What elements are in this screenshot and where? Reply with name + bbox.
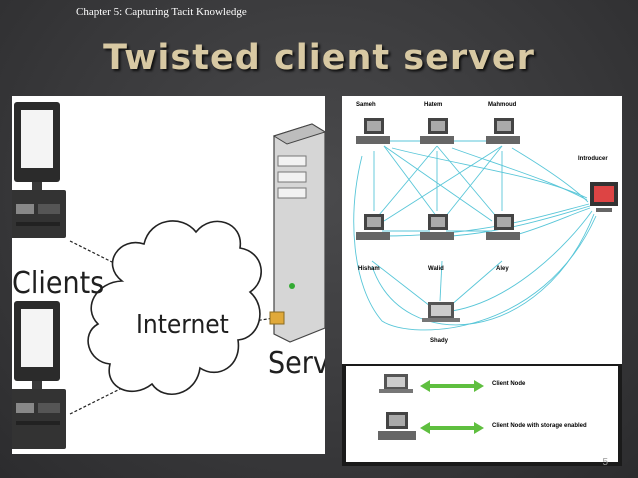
internet-cloud-icon (87, 220, 262, 396)
client-server-graphic (12, 102, 325, 449)
peer-links (353, 140, 597, 331)
node-label-introducer: Introducer (578, 156, 608, 162)
node-shady-laptop-icon (422, 302, 460, 322)
legend-client-node: Client Node (492, 381, 526, 387)
node-label-mahmoud: Mahmoud (488, 102, 517, 108)
p2p-graph: Sameh Hatem Mahmoud Introducer Hisham Wa… (342, 96, 622, 364)
chapter-heading: Chapter 5: Capturing Tacit Knowledge (76, 6, 247, 18)
client-server-diagram: Clients Internet Server (12, 96, 325, 454)
client2-link (69, 387, 123, 415)
node-hatem-icon (420, 118, 454, 144)
client-computer-icon-2 (12, 301, 66, 449)
p2p-graph-svg (353, 118, 618, 331)
node-computers (356, 118, 618, 322)
node-label-hisham: Hisham (358, 266, 380, 272)
node-aley-icon (486, 214, 520, 240)
node-introducer-icon (590, 182, 618, 212)
legend-desktop-icon (378, 412, 416, 440)
legend-client-node-storage: Client Node with storage enabled (492, 423, 587, 429)
node-label-aley: Aley (496, 266, 509, 272)
node-label-walid: Walid (428, 266, 444, 272)
node-walid-icon (420, 214, 454, 240)
p2p-network-diagram: Sameh Hatem Mahmoud Introducer Hisham Wa… (342, 96, 622, 466)
server-label: Server (268, 346, 325, 381)
slide-title: Twisted client server (103, 38, 535, 78)
server-icon (269, 123, 325, 343)
node-mahmoud-icon (486, 118, 520, 144)
node-label-sameh: Sameh (356, 102, 376, 108)
legend: Client Node Client Node with storage ena… (346, 366, 618, 462)
legend-graphic (378, 374, 484, 440)
internet-label: Internet (136, 310, 229, 340)
legend-laptop-icon (379, 374, 413, 393)
client-computer-icon-1 (12, 102, 66, 238)
node-label-hatem: Hatem (424, 102, 443, 108)
node-label-shady: Shady (430, 338, 449, 344)
clients-label: Clients (12, 266, 105, 301)
node-hisham-icon (356, 214, 390, 240)
slide-number: 5 (602, 457, 608, 468)
node-sameh-icon (356, 118, 390, 144)
